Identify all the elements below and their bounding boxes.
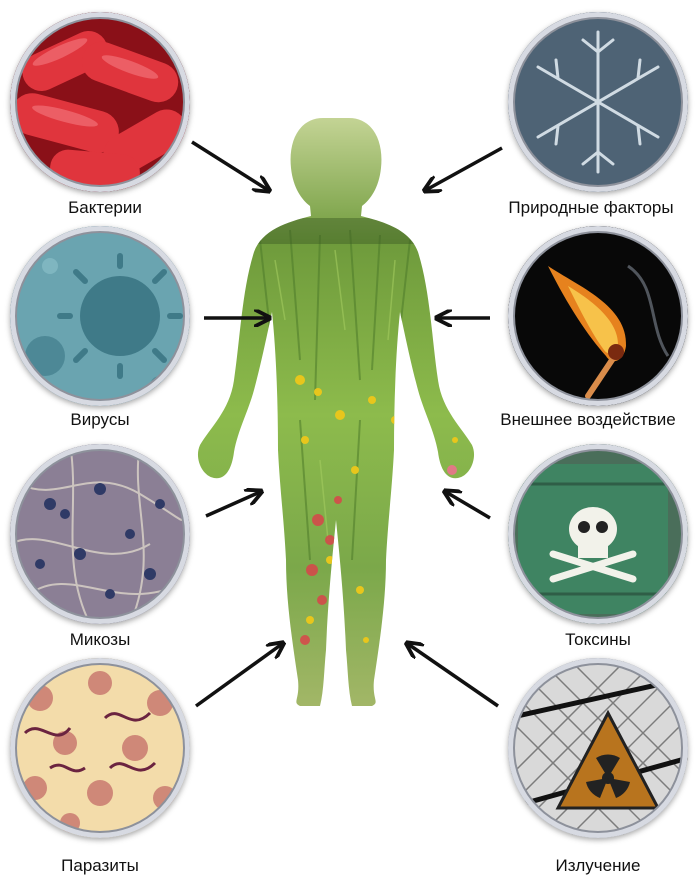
label-toxins: Токсины (518, 630, 678, 650)
parasites-image (10, 658, 190, 838)
external-impact-image (508, 226, 688, 406)
natural-factors-image (508, 12, 688, 192)
label-radiation: Излучение (518, 856, 678, 876)
label-mycoses: Микозы (20, 630, 180, 650)
arrow-radiation (408, 644, 498, 706)
toxins-image (508, 444, 688, 624)
arrow-mycoses (206, 492, 260, 516)
arrow-toxins (446, 492, 490, 518)
radiation-image (508, 658, 688, 838)
bacteria-image (10, 12, 190, 192)
label-parasites: Паразиты (20, 856, 180, 876)
arrow-natural (426, 148, 502, 190)
label-natural-factors: Природные факторы (486, 198, 696, 218)
arrow-parasites (196, 644, 282, 706)
arrow-bacteria (192, 142, 268, 190)
mycoses-image (10, 444, 190, 624)
viruses-image (10, 226, 190, 406)
label-bacteria: Бактерии (20, 198, 190, 218)
label-external-impact: Внешнее воздействие (478, 410, 698, 430)
label-viruses: Вирусы (20, 410, 180, 430)
